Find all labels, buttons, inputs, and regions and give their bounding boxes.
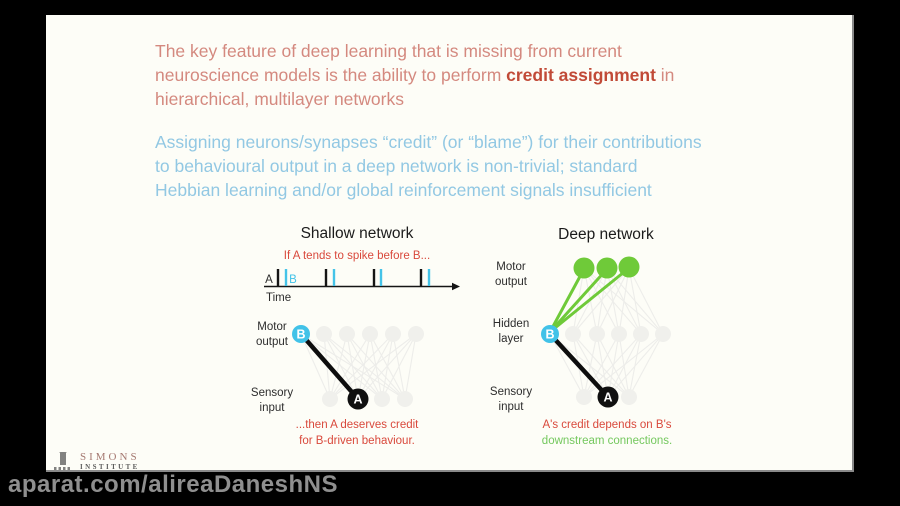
shallow-network-title: Shallow network xyxy=(301,225,414,242)
deep-network-diagram: Deep network xyxy=(490,226,672,447)
axis-label-a: A xyxy=(265,274,273,286)
motor-output-nodes xyxy=(573,256,640,279)
svg-text:output: output xyxy=(495,276,528,288)
challenge-line-1: Assigning neurons/synapses “credit” (or … xyxy=(155,132,702,152)
deep-lower-connection-web xyxy=(549,333,664,398)
deep-gray-nodes xyxy=(565,326,671,405)
challenge-paragraph: Assigning neurons/synapses “credit” (or … xyxy=(155,130,795,202)
challenge-line-2: to behavioural output in a deep network … xyxy=(155,156,638,176)
axis-arrow-icon xyxy=(452,282,460,291)
slide: The key feature of deep learning that is… xyxy=(46,15,854,472)
campanile-icon xyxy=(54,452,70,470)
node-b: B xyxy=(292,325,310,343)
b-to-motor-connections xyxy=(548,266,631,334)
shallow-caption-line-1: ...then A deserves credit xyxy=(296,419,420,431)
deep-caption-line-1: A's credit depends on B's xyxy=(542,419,671,431)
logo-institute-text: INSTITUTE xyxy=(80,463,140,471)
svg-text:A: A xyxy=(353,393,362,407)
intro-line-2: neuroscience models is the ability to pe… xyxy=(155,65,675,85)
deep-network-title: Deep network xyxy=(558,226,654,243)
svg-text:input: input xyxy=(260,402,286,414)
logo-simons-text: SIMONS xyxy=(80,451,140,463)
simons-institute-logo: SIMONS INSTITUTE xyxy=(52,451,140,471)
intro-line-1: The key feature of deep learning that is… xyxy=(155,41,622,61)
node-a: A xyxy=(597,386,619,408)
svg-text:input: input xyxy=(499,401,525,413)
intro-line-3: hierarchical, multilayer networks xyxy=(155,89,404,109)
shallow-network-diagram: Shallow network If A tends to spike befo… xyxy=(251,225,460,447)
motor-output-label: Motor xyxy=(496,261,526,273)
sensory-input-label: Sensory xyxy=(490,386,532,398)
sensory-input-label: Sensory xyxy=(251,387,293,399)
svg-text:output: output xyxy=(256,336,289,348)
b-to-a-connection xyxy=(298,331,361,402)
credit-assignment-highlight: credit assignment xyxy=(506,65,656,85)
hidden-layer-label: Hidden xyxy=(493,318,529,330)
spike-hint-caption: If A tends to spike before B... xyxy=(284,250,430,262)
svg-text:layer: layer xyxy=(499,333,524,345)
svg-text:B: B xyxy=(545,328,554,342)
node-b: B xyxy=(541,325,559,343)
time-axis-label: Time xyxy=(266,292,291,304)
shallow-caption-line-2: for B-driven behaviour. xyxy=(299,435,415,447)
challenge-line-3: Hebbian learning and/or global reinforce… xyxy=(155,180,652,200)
node-a: A xyxy=(347,388,369,410)
spike-train-axis: A B Time xyxy=(264,269,460,304)
motor-output-label: Motor xyxy=(257,321,287,333)
intro-paragraph: The key feature of deep learning that is… xyxy=(155,39,795,111)
b-to-a-connection xyxy=(547,331,611,400)
deep-caption-line-2: downstream connections. xyxy=(542,435,672,447)
shallow-gray-nodes xyxy=(316,326,424,407)
aparat-watermark: aparat.com/alireaDaneshNS xyxy=(8,471,338,498)
axis-label-b: B xyxy=(289,274,297,286)
svg-text:A: A xyxy=(603,391,612,405)
svg-text:B: B xyxy=(296,328,305,342)
